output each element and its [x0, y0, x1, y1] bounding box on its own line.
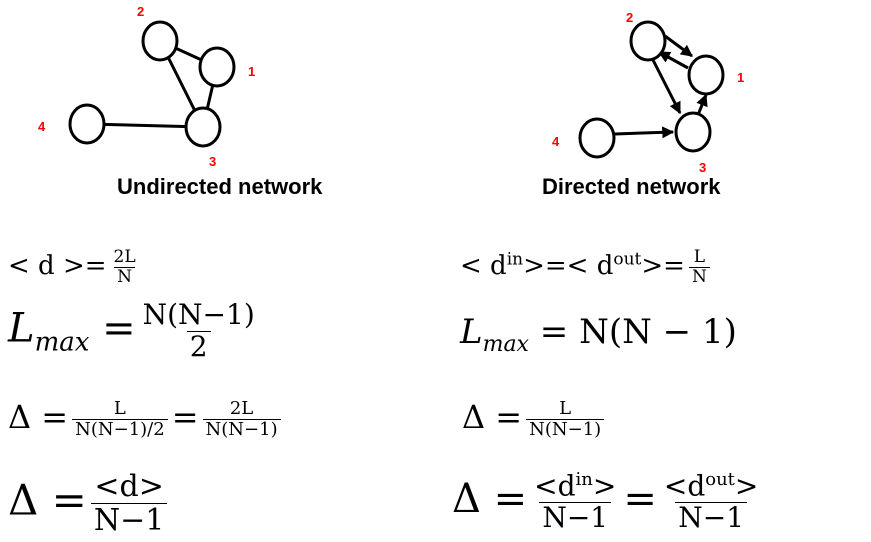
node-label-3: 3 [209, 154, 216, 169]
node-1 [198, 46, 236, 88]
lmax-directed-formula: Lmax = N(N − 1) [460, 312, 737, 357]
node-1 [687, 54, 725, 96]
edge-1-to-2 [657, 50, 689, 70]
edge-4-3 [86, 122, 204, 129]
node-label-2: 2 [137, 4, 144, 19]
node-4 [68, 103, 106, 145]
lmax-undirected-formula: Lmax =N(N−1)2 [8, 298, 255, 363]
node-label-2: 2 [626, 10, 633, 25]
undirected-network-title: Undirected network [117, 174, 323, 199]
node-label-4: 4 [38, 119, 46, 134]
density-degree-undirected-formula: Δ =<d>N−1 [8, 470, 171, 537]
edge-2-to-3 [650, 57, 682, 115]
edge-4-to-3 [614, 126, 675, 139]
node-label-3: 3 [699, 160, 706, 175]
node-3 [184, 106, 222, 148]
directed-network-graph: 2 1 4 3 [552, 10, 744, 175]
directed-network-title: Directed network [542, 174, 721, 199]
edge-2-to-1 [664, 34, 693, 58]
node-label-4: 4 [552, 134, 560, 149]
node-label-1: 1 [737, 70, 744, 85]
node-label-1: 1 [248, 64, 255, 79]
density-degree-directed-formula: Δ =<din>N−1=<dout>N−1 [452, 469, 759, 535]
undirected-network-graph: 2 1 4 3 [38, 4, 255, 169]
edge-3-to-1 [696, 93, 708, 116]
node-2 [629, 20, 667, 62]
node-3 [674, 111, 712, 153]
node-4 [578, 117, 616, 159]
node-2 [141, 20, 179, 62]
